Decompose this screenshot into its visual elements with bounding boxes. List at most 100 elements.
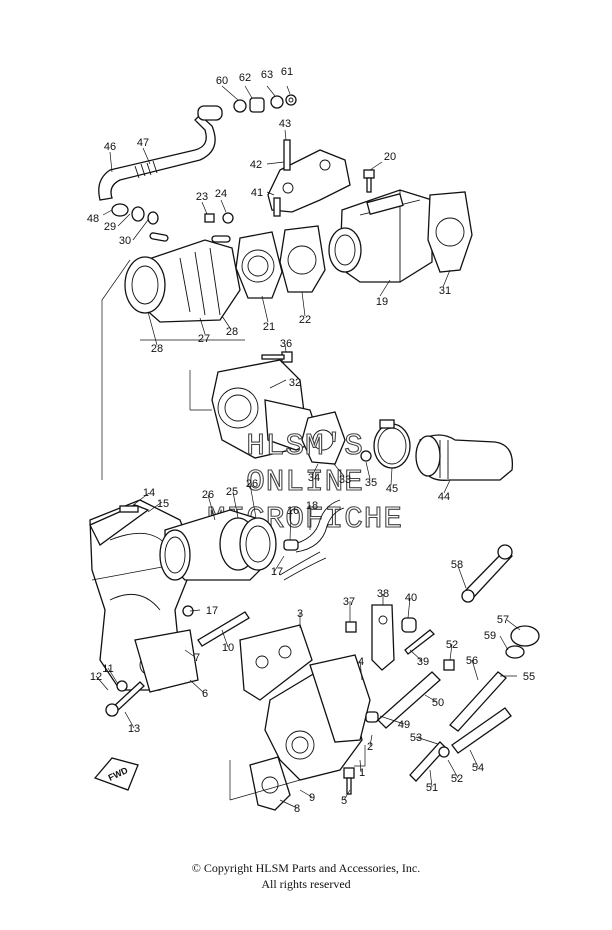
callout-17-upper: 17 — [271, 566, 283, 578]
callout-42: 42 — [250, 159, 262, 171]
callout-54: 54 — [472, 762, 484, 774]
callout-36: 36 — [280, 338, 292, 350]
callout-1: 1 — [359, 767, 365, 779]
callout-10: 10 — [222, 642, 234, 654]
callout-41: 41 — [251, 187, 263, 199]
copyright-text: © Copyright HLSM Parts and Accessories, … — [191, 861, 421, 875]
callout-20: 20 — [384, 151, 396, 163]
gasket-8 — [249, 756, 291, 811]
callout-7: 7 — [194, 652, 200, 664]
callout-28-lower: 28 — [151, 343, 163, 355]
callout-35: 35 — [365, 477, 377, 489]
gasket-3 — [239, 624, 313, 701]
callout-61: 61 — [281, 66, 293, 78]
callout-32: 32 — [289, 377, 301, 389]
callout-52-upper: 52 — [446, 639, 458, 651]
callout-56: 56 — [466, 655, 478, 667]
bolt-36 — [261, 351, 293, 363]
callout-9: 9 — [309, 792, 315, 804]
gasket-31 — [427, 191, 473, 273]
callout-19: 19 — [376, 296, 388, 308]
hose-pipe-47 — [98, 105, 223, 201]
gasket-34 — [301, 411, 346, 465]
callout-3: 3 — [297, 608, 303, 620]
callout-48: 48 — [87, 213, 99, 225]
callout-12: 12 — [90, 671, 102, 683]
callout-63: 63 — [261, 69, 273, 81]
callout-52-lower: 52 — [451, 773, 463, 785]
callout-27: 27 — [198, 333, 210, 345]
fitting-52 — [443, 659, 455, 671]
flange-21 — [235, 231, 283, 299]
callout-38: 38 — [377, 588, 389, 600]
callout-24: 24 — [215, 188, 227, 200]
rights-text: All rights reserved — [261, 877, 351, 891]
callout-5: 5 — [341, 795, 347, 807]
hose-44 — [415, 434, 514, 481]
watermark-line-1: HLSM'S — [246, 429, 364, 464]
pipe-50 — [377, 671, 441, 729]
fittings-60-63 — [233, 94, 297, 113]
callout-33: 33 — [339, 474, 351, 486]
callout-31: 31 — [439, 285, 451, 297]
callout-26-left: 26 — [202, 489, 214, 501]
fitting-51 — [409, 741, 450, 782]
callout-50: 50 — [432, 697, 444, 709]
bolt-20 — [363, 169, 375, 193]
callout-62: 62 — [239, 72, 251, 84]
callout-29: 29 — [104, 221, 116, 233]
hose-18 — [279, 499, 345, 581]
callout-57: 57 — [497, 614, 509, 626]
fitting-49 — [365, 711, 379, 723]
callout-labels: 60 62 63 61 46 47 43 42 20 41 23 24 48 2… — [87, 66, 535, 815]
callout-28-upper: 28 — [226, 326, 238, 338]
callout-51: 51 — [426, 782, 438, 794]
callout-4: 4 — [358, 656, 364, 668]
cap-57 — [510, 625, 540, 647]
callout-25: 25 — [226, 486, 238, 498]
leader-lines — [95, 85, 521, 809]
callout-26-right: 26 — [246, 478, 258, 490]
callout-46: 46 — [104, 141, 116, 153]
bolt-13 — [105, 681, 145, 717]
callout-23: 23 — [196, 191, 208, 203]
pipe-55 — [449, 671, 507, 732]
callout-39: 39 — [417, 656, 429, 668]
bracket-38 — [371, 604, 395, 671]
fitting-58 — [461, 544, 513, 603]
exhaust-parts-diagram: HLSM'S ONLINE MICROFICHE — [87, 66, 540, 815]
bolt-23 — [204, 212, 234, 224]
gasket-22 — [279, 225, 326, 293]
callout-53: 53 — [410, 732, 422, 744]
exhaust-outlet-1 — [264, 654, 371, 781]
callout-22: 22 — [299, 314, 311, 326]
exhaust-chamber-19 — [328, 189, 433, 283]
callout-37: 37 — [343, 596, 355, 608]
bolt-5 — [343, 767, 355, 795]
nut-35 — [360, 450, 372, 462]
callout-18: 18 — [306, 500, 318, 512]
callout-43: 43 — [279, 118, 291, 130]
hose-clamp-48 — [111, 203, 159, 225]
callout-44: 44 — [438, 491, 450, 503]
pipe-54 — [451, 707, 512, 754]
callout-40: 40 — [405, 592, 417, 604]
callout-16: 16 — [287, 505, 299, 517]
callout-2: 2 — [367, 741, 373, 753]
callout-15: 15 — [157, 498, 169, 510]
callout-55: 55 — [523, 671, 535, 683]
callout-30: 30 — [119, 235, 131, 247]
callout-13: 13 — [128, 723, 140, 735]
callout-47: 47 — [137, 137, 149, 149]
watermark-line-2: ONLINE — [246, 465, 364, 500]
callout-14: 14 — [143, 487, 155, 499]
bracket-41 — [267, 139, 351, 217]
pipe-26 — [159, 509, 277, 581]
callout-58: 58 — [451, 559, 463, 571]
callout-8: 8 — [294, 803, 300, 815]
fwd-arrow: FWD — [93, 757, 139, 791]
hose-clamp-45 — [373, 419, 411, 469]
callout-60: 60 — [216, 75, 228, 87]
collar-40 — [401, 617, 417, 633]
washer-59 — [505, 645, 525, 659]
